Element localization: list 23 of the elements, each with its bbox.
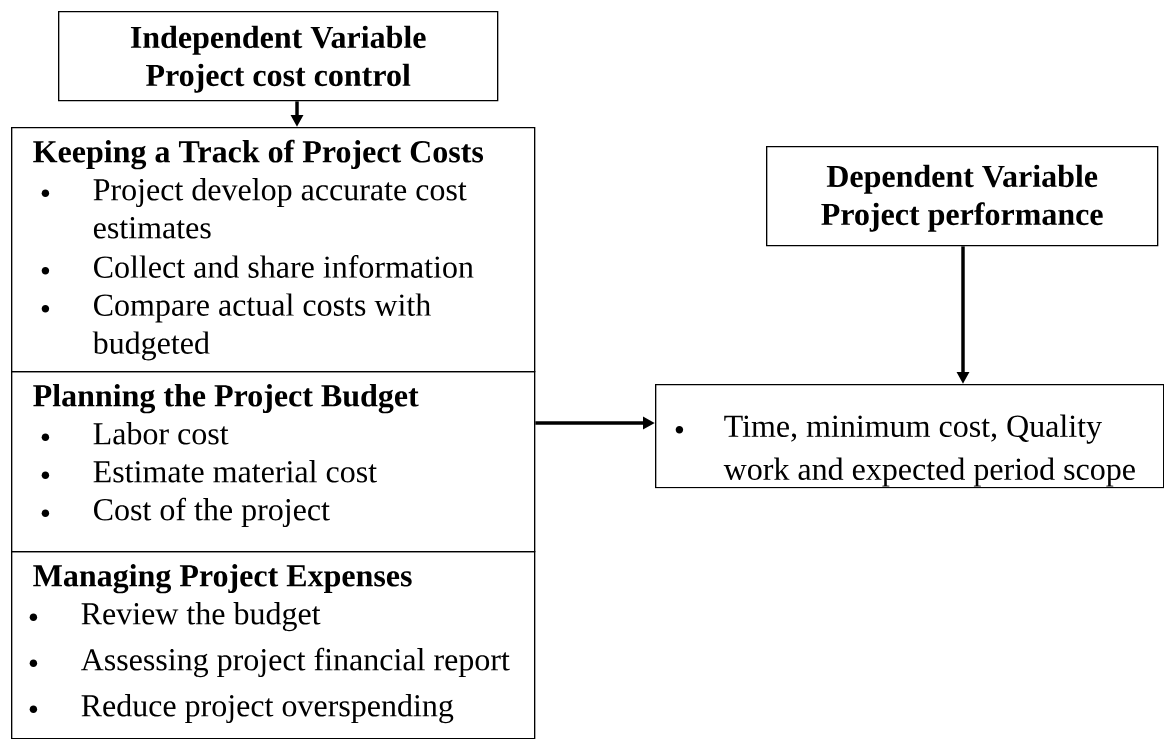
box-heading: Independent Variable bbox=[130, 25, 426, 55]
list-item: Compare actual costs with budgeted bbox=[92, 293, 431, 361]
list-item: Cost of the project bbox=[94, 497, 330, 528]
variable-box bbox=[58, 11, 499, 102]
section-box bbox=[11, 127, 536, 373]
section-box bbox=[11, 371, 536, 553]
list-item: Estimate material cost bbox=[93, 460, 377, 483]
section-heading: Keeping a Track of Project Costs bbox=[33, 139, 484, 170]
list-item: Collect and share information bbox=[94, 255, 474, 278]
section-heading: Planning the Project Budget bbox=[33, 384, 419, 414]
box-heading: Dependent Variable bbox=[826, 164, 1098, 194]
list-item: Assessing project financial report bbox=[81, 647, 510, 678]
list-item: Reduce project overspending bbox=[81, 694, 454, 724]
section-box bbox=[11, 551, 536, 739]
list-item: Labor cost bbox=[93, 422, 229, 445]
box-heading: Project performance bbox=[821, 202, 1103, 232]
box-heading: Project cost control bbox=[146, 63, 411, 93]
result-box bbox=[655, 384, 1164, 489]
variable-box bbox=[766, 146, 1159, 247]
list-item: Review the budget bbox=[81, 602, 321, 632]
section-heading: Managing Project Expenses bbox=[33, 564, 412, 594]
list-item: Time, minimum cost, Quality work and expected period scope bbox=[723, 414, 1135, 487]
list-item: Project develop accurate cost estimates bbox=[93, 178, 467, 239]
